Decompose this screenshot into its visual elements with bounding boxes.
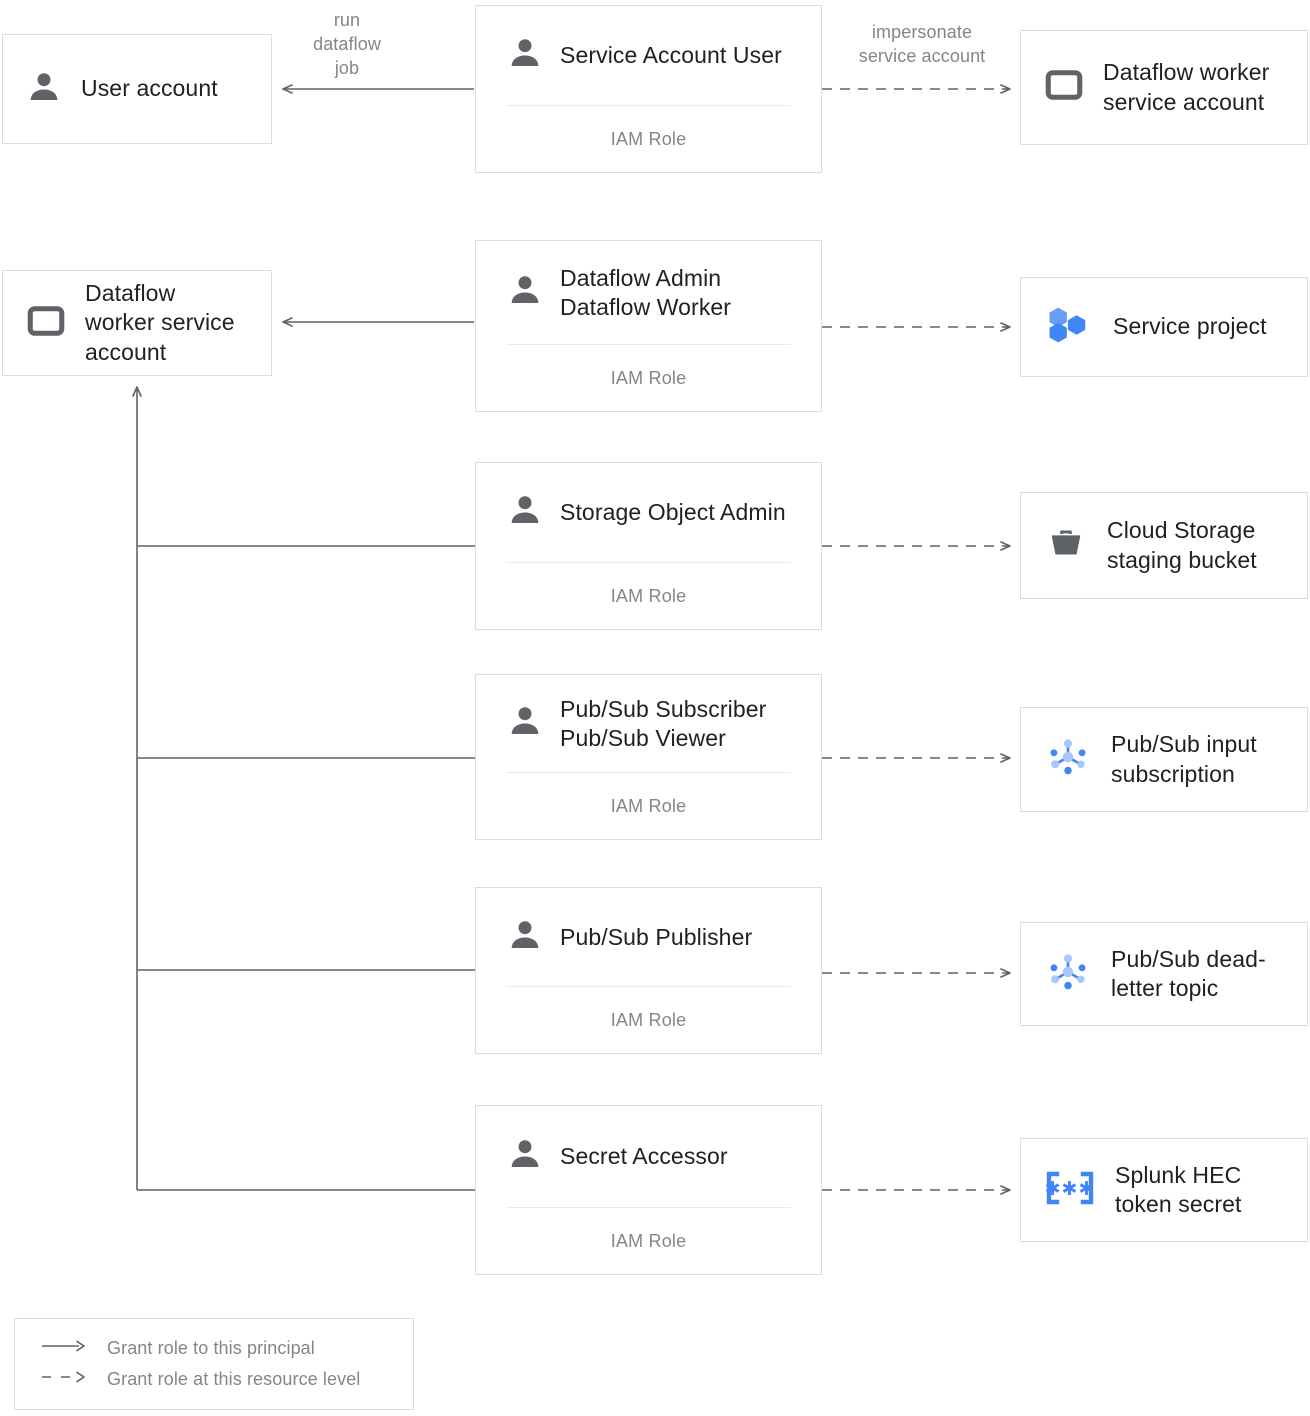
entity-label: Pub/Sub input subscription <box>1111 731 1257 787</box>
entity-pubsub-input-subscription: Pub/Sub input subscription <box>1020 707 1308 812</box>
person-icon <box>506 1135 544 1178</box>
entity-label: Dataflow worker service account <box>85 279 235 365</box>
person-icon <box>25 68 63 111</box>
pubsub-icon <box>1043 947 1093 1002</box>
entity-dataflow-worker-service-account-top: Dataflow worker service account <box>1020 30 1308 145</box>
role-card-footer: IAM Role <box>610 367 687 388</box>
entity-label: Splunk HEC token secret <box>1115 1161 1242 1217</box>
role-card-divider <box>506 986 791 987</box>
dataflow-worker-icon <box>25 300 67 347</box>
role-title-group: Service Account User <box>560 41 782 70</box>
role-title: Secret Accessor <box>560 1143 728 1170</box>
secret-manager-icon: ✱✱✱ <box>1043 1164 1097 1217</box>
role-card-header: Service Account User <box>476 6 821 105</box>
role-card-secret-accessor: Secret Accessor IAM Role <box>475 1105 822 1275</box>
edge-label-impersonate-service-account: impersonate service account <box>858 22 986 67</box>
person-icon <box>506 916 544 959</box>
role-card-footer: IAM Role <box>610 585 687 606</box>
entity-dataflow-worker-service-account-principal: Dataflow worker service account <box>2 270 272 376</box>
role-title: Service Account User <box>560 42 782 69</box>
role-title: Dataflow Worker <box>560 293 732 320</box>
entity-pubsub-dead-letter-topic: Pub/Sub dead-letter topic <box>1020 922 1308 1026</box>
role-card-divider <box>506 1207 791 1208</box>
role-card-header: Dataflow Admin Dataflow Worker <box>476 241 821 344</box>
entity-label: Service project <box>1113 313 1267 340</box>
entity-label: Cloud Storage staging bucket <box>1107 517 1257 573</box>
cloud-storage-icon <box>1043 520 1089 571</box>
legend-item-dashed: Grant role at this resource level <box>41 1369 413 1390</box>
role-card-divider <box>506 344 791 345</box>
role-card-header: Storage Object Admin <box>476 463 821 562</box>
role-title-group: Pub/Sub Subscriber Pub/Sub Viewer <box>560 695 766 753</box>
role-title: Dataflow Admin <box>560 264 722 291</box>
dashed-arrow-icon <box>41 1370 87 1389</box>
role-card-header: Pub/Sub Publisher <box>476 888 821 986</box>
role-title-group: Dataflow Admin Dataflow Worker <box>560 264 731 322</box>
role-card-header: Secret Accessor <box>476 1106 821 1207</box>
legend-label: Grant role to this principal <box>107 1338 315 1358</box>
entity-label: Dataflow worker service account <box>1103 59 1270 115</box>
dataflow-worker-icon <box>1043 64 1085 111</box>
svg-text:✱✱✱: ✱✱✱ <box>1045 1179 1096 1200</box>
solid-arrow-icon <box>41 1339 87 1358</box>
role-card-divider <box>506 562 791 563</box>
entity-splunk-hec-token-secret: ✱✱✱ Splunk HEC token secret <box>1020 1138 1308 1242</box>
role-title-group: Secret Accessor <box>560 1142 728 1171</box>
person-icon <box>506 271 544 314</box>
edge-label-run-dataflow-job: run dataflow job <box>313 10 381 79</box>
role-card-footer: IAM Role <box>610 128 687 149</box>
role-card-pubsub-subscriber: Pub/Sub Subscriber Pub/Sub Viewer IAM Ro… <box>475 674 822 840</box>
entity-service-project: Service project <box>1020 277 1308 377</box>
role-card-dataflow-admin: Dataflow Admin Dataflow Worker IAM Role <box>475 240 822 412</box>
role-card-footer: IAM Role <box>610 795 687 816</box>
role-card-footer: IAM Role <box>610 1009 687 1030</box>
pubsub-icon <box>1043 732 1093 787</box>
role-card-footer: IAM Role <box>610 1230 687 1251</box>
entity-user-account: User account <box>2 34 272 144</box>
person-icon <box>506 702 544 745</box>
person-icon <box>506 491 544 534</box>
role-title: Storage Object Admin <box>560 499 786 526</box>
person-icon <box>506 34 544 77</box>
role-title-group: Pub/Sub Publisher <box>560 923 752 952</box>
entity-cloud-storage-staging-bucket: Cloud Storage staging bucket <box>1020 492 1308 599</box>
role-card-storage-object-admin: Storage Object Admin IAM Role <box>475 462 822 630</box>
entity-label: Pub/Sub dead-letter topic <box>1111 945 1266 1001</box>
role-title: Pub/Sub Subscriber <box>560 695 767 722</box>
role-card-divider <box>506 105 791 106</box>
entity-label: User account <box>81 75 218 102</box>
role-title-group: Storage Object Admin <box>560 498 786 527</box>
role-card-header: Pub/Sub Subscriber Pub/Sub Viewer <box>476 675 821 772</box>
legend-label: Grant role at this resource level <box>107 1369 361 1389</box>
role-title: Pub/Sub Viewer <box>560 724 726 751</box>
role-card-service-account-user: Service Account User IAM Role <box>475 5 822 173</box>
legend-item-solid: Grant role to this principal <box>41 1338 413 1359</box>
role-card-divider <box>506 772 791 773</box>
service-project-icon <box>1043 299 1095 356</box>
role-card-pubsub-publisher: Pub/Sub Publisher IAM Role <box>475 887 822 1054</box>
legend: Grant role to this principal Grant role … <box>14 1318 414 1410</box>
role-title: Pub/Sub Publisher <box>560 923 753 950</box>
